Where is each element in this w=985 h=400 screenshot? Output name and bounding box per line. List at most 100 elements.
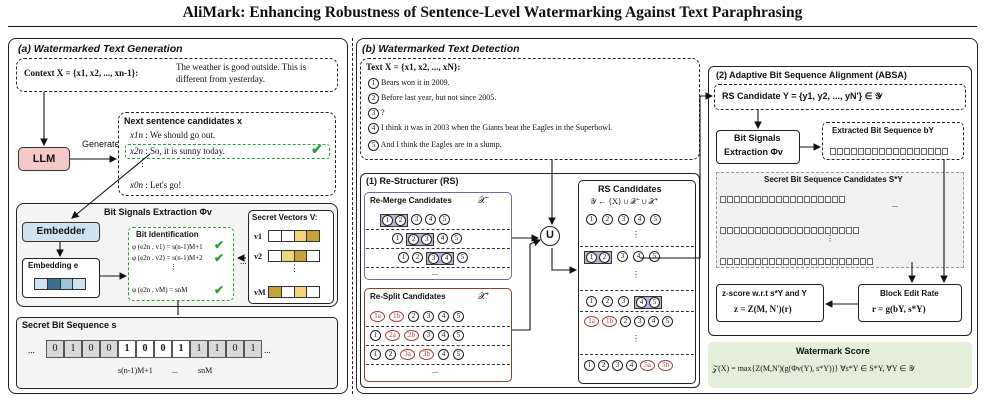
remerge-ellipsis: ... [432,268,438,277]
context-box [16,58,338,92]
candidates-title: Next sentence candidates x [124,116,243,126]
generation-section-label: (a) Watermarked Text Generation [18,43,183,55]
check-icon: ✔ [214,251,225,265]
candidate-2: x2n : So, it is sunny today. [130,146,225,156]
detection-text-box [360,58,700,160]
vector-label-3: vM [254,288,266,297]
watermark-score-box [708,342,972,388]
secret-candidates-label: Secret Bit Sequence Candidates S*Y [764,175,903,184]
panel-separator [352,38,353,394]
resplit-title: Re-Split Candidates [370,292,446,301]
title-rule [8,26,977,27]
bit-cell: 1 [244,340,262,358]
candidate-2-highlight [125,144,330,159]
rs-candidates-title: RS Candidates [598,184,662,194]
embedding-vector [34,278,86,290]
zscore-box [716,284,824,322]
bits-ellipsis-left: ... [28,345,35,355]
phi-row-1: φ (e2n , v1) = s(n-1)M+1 [132,243,203,251]
resplit-symbol: 𝒳⁺ [478,291,489,301]
restructurer-title: (1) Re-Structurer (RS) [366,176,459,186]
check-icon: ✔ [214,283,225,297]
candidates-box [118,112,336,196]
context-set: = {x1, x2, ..., xn-1}: [65,68,139,78]
watermark-score-formula: 𝒵(X) = max{Z(M,N')(g(Φv(Y), s*Y))} ∀s*Y … [712,364,915,373]
secret-candidates-box [716,172,964,268]
bit-signals-label-1: Bit Signals [734,133,781,143]
absa-title: (2) Adaptive Bit Sequence Alignment (ABS… [716,70,907,80]
resplit-ellipsis: ... [432,366,438,375]
remerge-divider [366,229,510,230]
vector-vdots: ⋮ [290,263,299,273]
context-text-1: The weather is good outside. This is [176,62,307,72]
union-node: U [540,226,560,246]
block-edit-box [858,284,962,322]
bit-cell: 0 [100,340,118,358]
bit-signals-label-2: Extraction Φv [724,147,783,157]
bit-cell: 0 [82,340,100,358]
secret-vectors-title: Secret Vectors V: [252,213,318,222]
bit-cell: 0 [154,340,172,358]
rs-divider [580,354,694,355]
secret-candidate-row [720,190,846,208]
secret-bits-title: Secret Bit Sequence s [22,320,117,330]
rs-divider [580,290,694,291]
context-label: Context X = {x1, x2, ..., xn-1}: [24,68,139,78]
remerge-title: Re-Merge Candidates [370,196,452,205]
detection-text-label: Text X = {x1, x2, ..., xN}: [366,62,461,72]
bit-cell: 1 [208,340,226,358]
rs-divider [580,246,694,247]
bit-cell: 0 [136,340,154,358]
bit-index-end: snM [198,366,213,375]
bit-cell: 0 [46,340,64,358]
sentence-3: 3 ? [368,108,385,119]
sentence-2: 2 Before last year, but not since 2005. [368,93,496,104]
remerge-symbol: 𝒳⁻ [478,195,489,205]
union-symbol: U [546,229,554,241]
rs-vdots: ⋮ [632,270,640,279]
vector-vm [268,286,320,298]
zscore-label-2: z = Z(M, N')(r) [734,304,792,314]
generate-label: Generate [82,139,120,149]
zscore-label-1: z-score w.r.t s*Y and Y [722,289,807,298]
vector-v1 [268,230,320,242]
bit-cell: 1 [172,340,190,358]
check-icon: ✔ [214,238,225,252]
block-edit-label-2: r = g(bY, s*Y) [872,304,926,314]
remerge-divider [366,267,510,268]
llm-label: LLM [32,153,56,165]
bit-index-start: s(n-1)M+1 [118,366,153,375]
resplit-divider [366,364,510,365]
secret-candidate-row [720,221,860,239]
embedder-box: Embedder [22,222,100,242]
phi-vdots: ⋮ [170,263,177,271]
bit-signals-extraction-box [716,130,800,164]
secret-candidate-vdots: ⋮ [826,234,834,243]
phi-row-2: φ (e2n , v2) = s(n-1)M+2 [132,254,203,262]
check-icon: ✔ [311,143,323,158]
detection-section-label: (b) Watermarked Text Detection [362,43,520,55]
vector-v2 [268,250,320,262]
bit-identification-box [128,227,234,301]
llm-box: LLM [18,147,70,171]
remerge-divider [366,248,510,249]
bit-cell: 1 [190,340,208,358]
resplit-divider [366,345,510,346]
bit-index-mid: ... [172,366,178,375]
bit-cell: 1 [64,340,82,358]
secret-candidate-row [720,252,874,270]
resplit-divider [366,326,510,327]
sentence-1: 1 Bears won it in 2009. [368,78,450,89]
candidate-vdots: ⋮ [138,158,147,168]
extracted-label: Extracted Bit Sequence bY [832,126,934,135]
bit-cell: 0 [226,340,244,358]
bit-sequence: 0 1 0 0 1 0 0 1 1 1 0 1 [46,340,262,358]
watermark-score-title: Watermark Score [796,346,870,356]
